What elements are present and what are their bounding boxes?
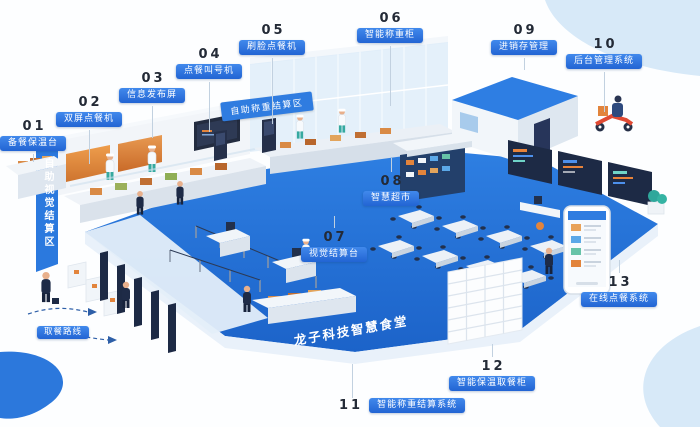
callout-10-line: [603, 72, 605, 112]
callout-11-number: 11: [339, 398, 364, 413]
callout-08-number: 08: [380, 174, 405, 189]
face-order-kiosk: [262, 118, 276, 153]
callout-03-line: [151, 106, 153, 138]
callout-12-line: [491, 344, 493, 357]
callout-04-label: 点餐叫号机: [175, 64, 243, 79]
callout-01: 01 备餐保温台: [0, 119, 67, 162]
callout-13-number: 13: [608, 275, 633, 290]
callout-08-line: [390, 158, 392, 172]
callout-04-number: 04: [198, 47, 223, 62]
background-blob-top-right: [545, 0, 700, 76]
callout-08: 08 智慧超市: [362, 158, 420, 206]
inventory-house: [452, 77, 578, 162]
callout-02: 02 双屏点餐机: [55, 95, 123, 164]
route-label: 取餐路线: [36, 326, 90, 339]
callout-09-label: 进销存管理: [490, 40, 558, 55]
entrance-walkway: [85, 215, 268, 334]
background-blob-bottom-right: [643, 326, 700, 427]
callout-12-number: 12: [481, 359, 506, 374]
callout-02-line: [88, 130, 90, 164]
callout-03: 03 信息发布屏: [118, 71, 186, 138]
order-call-kiosk: [214, 130, 227, 161]
turnstile-gates: [67, 251, 176, 353]
glass-top-beam: [250, 36, 448, 65]
zone-visual-checkout-label: 自助视觉结算区: [42, 158, 53, 249]
background-wave-bottom-left: [0, 351, 64, 419]
callout-12: 12 智能保温取餐柜: [448, 344, 536, 391]
callout-02-label: 双屏点餐机: [55, 112, 123, 127]
callout-13-label: 在线点餐系统: [580, 292, 658, 307]
callout-04-line: [208, 82, 210, 132]
callout-06-line: [389, 46, 391, 106]
callout-11-label: 智能称重结算系统: [369, 398, 466, 413]
callout-07-number: 07: [323, 230, 348, 245]
visitor-with-briefcase: [41, 271, 59, 304]
callout-09: 09 进销存管理: [490, 23, 558, 70]
callout-09-number: 09: [513, 23, 538, 38]
callout-02-number: 02: [78, 95, 103, 110]
plant: [647, 190, 667, 215]
callout-07-label: 视觉结算台: [300, 247, 368, 262]
callout-04: 04 点餐叫号机: [175, 47, 243, 132]
callout-10-label: 后台管理系统: [565, 54, 643, 69]
callout-07: 07 视觉结算台: [300, 216, 368, 262]
callout-12-label: 智能保温取餐柜: [448, 376, 536, 391]
prep-warming-table: [6, 156, 66, 199]
callout-10: 10 后台管理系统: [565, 37, 643, 112]
callout-03-number: 03: [141, 71, 166, 86]
callout-10-number: 10: [593, 37, 618, 52]
pickup-grid-cabinet: [447, 257, 523, 345]
callout-05-number: 05: [261, 23, 286, 38]
callout-06-label: 智能称重柜: [356, 28, 424, 43]
callout-06: 06 智能称重柜: [356, 11, 424, 106]
callout-13: 13 在线点餐系统: [580, 260, 658, 307]
callout-01-number: 01: [22, 119, 47, 134]
smart-market-stall: [393, 133, 472, 202]
callout-11-line: [352, 364, 353, 398]
callout-01-label: 备餐保温台: [0, 136, 67, 151]
food-display-poster-1: [66, 145, 110, 182]
callout-05: 05 刷脸点餐机: [238, 23, 306, 124]
callout-07-line: [333, 216, 335, 228]
callout-05-line: [271, 58, 273, 124]
online-order-phone: [563, 205, 611, 295]
callout-05-label: 刷脸点餐机: [238, 40, 306, 55]
callout-09-line: [523, 58, 525, 70]
callout-03-label: 信息发布屏: [118, 88, 186, 103]
callout-08-label: 智慧超市: [362, 191, 420, 206]
dashboard-screens-wall: [508, 140, 652, 206]
front-tray-counter: [252, 288, 356, 324]
callout-13-line: [618, 260, 620, 273]
callout-06-number: 06: [379, 11, 404, 26]
delivery-scooter: [595, 95, 634, 132]
callout-11: 11 智能称重结算系统: [336, 398, 466, 413]
callout-01-line: [32, 154, 34, 162]
serving-counter: [64, 148, 266, 223]
